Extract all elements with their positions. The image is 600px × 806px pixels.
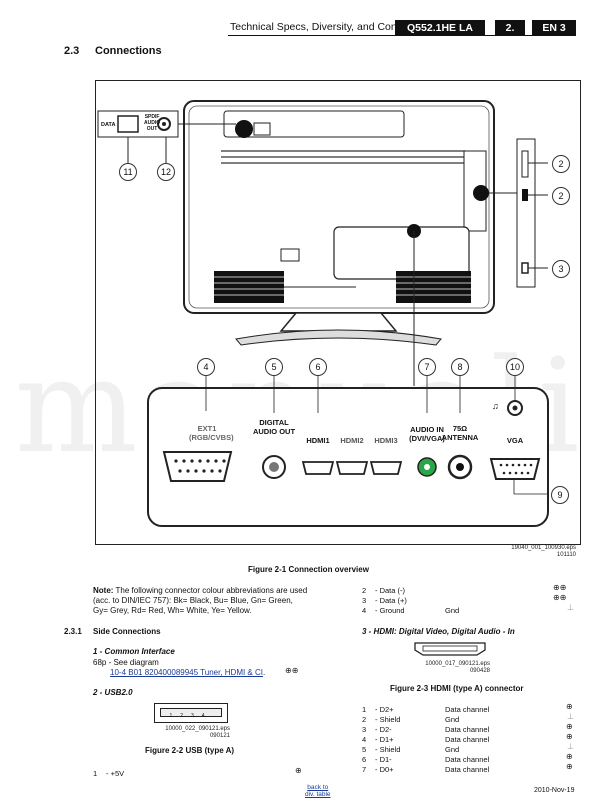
pin-num: 2 <box>362 715 367 724</box>
hdmi1-label: HDMI1 <box>306 436 330 445</box>
callout-7: 7 <box>418 358 436 376</box>
subsection-number: 2.3.1 <box>64 627 82 636</box>
hdmi2-label: HDMI2 <box>340 436 364 445</box>
model-badge: Q552.1HE LA <box>395 20 485 36</box>
pin-direction-icon: ⊕ <box>295 766 302 775</box>
ci-line1: 68p - See diagram <box>93 658 159 667</box>
ground-icon: ⊥ <box>567 742 574 751</box>
figure-caption: Figure 2-1 Connection overview <box>248 565 369 574</box>
pin-direction-icon: ⊕ <box>566 702 573 711</box>
data-port-label: DATA <box>101 122 116 128</box>
pin-desc: Gnd <box>445 715 460 724</box>
section-number: 2.3 <box>64 45 80 57</box>
connector-symbol-icon: ⊕⊕ <box>553 593 567 602</box>
callout-2b: 2 <box>552 187 570 205</box>
usb-title: 2 - USB2.0 <box>93 688 133 697</box>
pin-name: - Data (+) <box>375 596 407 605</box>
callout-8: 8 <box>451 358 469 376</box>
headphone-icon: ♫ <box>492 401 499 411</box>
usb-pin1-num: 1 <box>93 769 98 778</box>
callout-4: 4 <box>197 358 215 376</box>
pin-desc: Gnd <box>445 745 460 754</box>
usb-connector-drawing: 1234 <box>154 703 228 723</box>
pin-num: 4 <box>362 735 367 744</box>
callout-12: 12 <box>157 163 175 181</box>
pin-num: 3 <box>362 725 367 734</box>
pin-name: - D2+ <box>375 705 394 714</box>
pin-num: 4 <box>362 606 367 615</box>
pin-desc: Data channel <box>445 755 490 764</box>
header-title: Technical Specs, Diversity, and Connecti… <box>230 21 436 33</box>
pin-desc: Data channel <box>445 725 490 734</box>
ci-title: 1 - Common Interface <box>93 647 175 656</box>
connector-symbol-icon: ⊕⊕ <box>285 666 299 675</box>
callout-2a: 2 <box>552 155 570 173</box>
pin-name: - D2- <box>375 725 392 734</box>
pin-direction-icon: ⊕ <box>566 762 573 771</box>
pin-name: - D0+ <box>375 765 394 774</box>
hdmi-caption: Figure 2-3 HDMI (type A) connector <box>390 684 524 693</box>
usb-pin1-name: - +5V <box>106 769 125 778</box>
colour-note: Note: The following connector colour abb… <box>93 586 308 615</box>
pin-num: 6 <box>362 755 367 764</box>
header-rule <box>228 35 576 36</box>
pin-name: - Ground <box>375 606 405 615</box>
ground-icon: ⊥ <box>567 603 574 612</box>
ext1-label: EXT1(RGB/CVBS) <box>189 424 234 442</box>
pin-desc: Data channel <box>445 705 490 714</box>
vga-label: VGA <box>506 436 524 445</box>
subsection-title: Side Connections <box>93 627 161 636</box>
pin-num: 5 <box>362 745 367 754</box>
pin-num: 1 <box>362 705 367 714</box>
hdmi-connector-drawing <box>413 641 487 657</box>
pin-name: - D1- <box>375 755 392 764</box>
pin-name: - D1+ <box>375 735 394 744</box>
callout-11: 11 <box>119 163 137 181</box>
ci-link-line: 10-4 B01 820400089945 Tuner, HDMI & CI. <box>110 668 266 677</box>
callout-6: 6 <box>309 358 327 376</box>
ci-diagram-link[interactable]: 10-4 B01 820400089945 Tuner, HDMI & CI <box>110 668 263 677</box>
callout-9: 9 <box>551 486 569 504</box>
pin-name: - Data (-) <box>375 586 405 595</box>
tv-rear-drawing <box>97 100 549 527</box>
pin-direction-icon: ⊕ <box>566 752 573 761</box>
usb-pin-numbers: 1234 <box>169 713 213 719</box>
pin-num: 2 <box>362 586 367 595</box>
audio-in-label: AUDIO IN(DVI/VGA) <box>409 425 445 443</box>
footer-date: 2010-Nov-19 <box>534 787 575 794</box>
section-title: Connections <box>95 45 162 57</box>
page-code-badge: EN 3 <box>532 20 576 36</box>
page-header: Technical Specs, Diversity, and Connecti… <box>0 20 600 36</box>
pin-num: 7 <box>362 765 367 774</box>
pin-direction-icon: ⊕ <box>566 732 573 741</box>
pin-name: - Shield <box>375 715 401 724</box>
callout-10: 10 <box>506 358 524 376</box>
hdmi-title: 3 - HDMI: Digital Video, Digital Audio -… <box>362 627 515 636</box>
hdmi3-label: HDMI3 <box>374 436 398 445</box>
callout-5: 5 <box>265 358 283 376</box>
pin-desc: Data channel <box>445 765 490 774</box>
pin-desc: Data channel <box>445 735 490 744</box>
chapter-badge: 2. <box>495 20 525 36</box>
callout-3: 3 <box>552 260 570 278</box>
pin-desc: Gnd <box>445 606 460 615</box>
connector-symbol-icon: ⊕⊕ <box>553 583 567 592</box>
pin-name: - Shield <box>375 745 401 754</box>
pin-num: 3 <box>362 596 367 605</box>
pin-direction-icon: ⊕ <box>566 722 573 731</box>
ground-icon: ⊥ <box>567 712 574 721</box>
usb-caption: Figure 2-2 USB (type A) <box>145 746 235 755</box>
